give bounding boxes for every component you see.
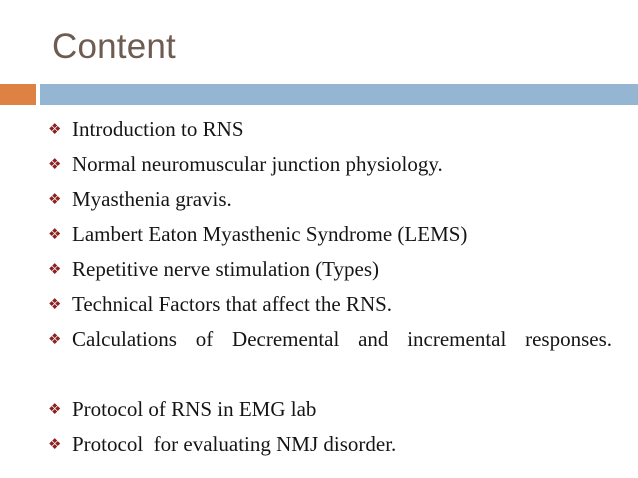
list-item-label: Calculations of Decremental and incremen…: [72, 327, 612, 351]
list-item-label: Myasthenia gravis.: [72, 187, 232, 211]
list-item: ❖ Repetitive nerve stimulation (Types): [46, 252, 612, 287]
diamond-bullet-icon: ❖: [48, 225, 62, 243]
title-divider: [0, 84, 638, 105]
list-item-label: Technical Factors that affect the RNS.: [72, 292, 393, 316]
diamond-bullet-icon: ❖: [48, 435, 62, 453]
list-item-label: Protocol of RNS in EMG lab: [72, 397, 317, 421]
diamond-bullet-icon: ❖: [48, 400, 62, 418]
list-item: ❖ Myasthenia gravis.: [46, 182, 612, 217]
list-item: ❖ Technical Factors that affect the RNS.: [46, 287, 612, 322]
list-item-label: Normal neuromuscular junction physiology…: [72, 152, 443, 176]
diamond-bullet-icon: ❖: [48, 120, 62, 138]
diamond-bullet-icon: ❖: [48, 330, 62, 348]
diamond-bullet-icon: ❖: [48, 155, 62, 173]
page-title: Content: [52, 27, 176, 66]
list-item: ❖ Introduction to RNS: [46, 112, 612, 147]
list-item: ❖ Normal neuromuscular junction physiolog…: [46, 147, 612, 182]
diamond-bullet-icon: ❖: [48, 190, 62, 208]
list-item-label: Introduction to RNS: [72, 117, 244, 141]
diamond-bullet-icon: ❖: [48, 295, 62, 313]
list-item: ❖ Protocol of RNS in EMG lab: [46, 392, 612, 427]
list-item: ❖ Protocol for evaluating NMJ disorder.: [46, 427, 612, 462]
list-item: ❖ Calculations of Decremental and increme…: [46, 322, 612, 392]
diamond-bullet-icon: ❖: [48, 260, 62, 278]
accent-bar: [0, 84, 36, 105]
content-bullet-list: ❖ Introduction to RNS ❖ Normal neuromuscula…: [46, 112, 612, 462]
list-item: ❖ Lambert Eaton Myasthenic Syndrome (LEMS…: [46, 217, 612, 252]
list-item-label: Protocol for evaluating NMJ disorder.: [72, 432, 397, 456]
list-item-label: Repetitive nerve stimulation (Types): [72, 257, 380, 281]
list-item-label: Lambert Eaton Myasthenic Syndrome (LEMS): [72, 222, 468, 246]
divider-bar: [40, 84, 638, 105]
